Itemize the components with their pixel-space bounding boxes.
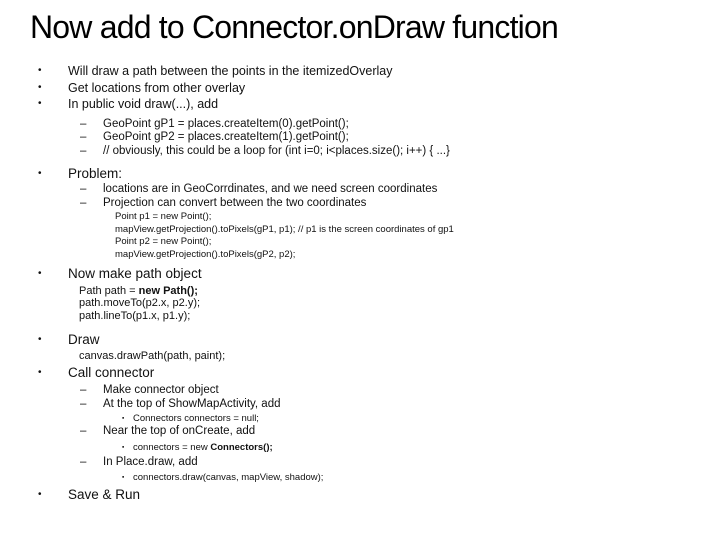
bullet-item: • Save & Run — [0, 486, 720, 503]
bullet-text: Get locations from other overlay — [68, 80, 246, 95]
bullet-icon: • — [38, 65, 42, 76]
sub-bullet-item: – GeoPoint gP1 = places.createItem(0).ge… — [0, 118, 720, 132]
bullet-text: Projection can convert between the two c… — [103, 196, 367, 209]
sub-bullet-item: – locations are in GeoCorrdinates, and w… — [0, 183, 720, 197]
sub-bullet-item: – // obviously, this could be a loop for… — [0, 145, 720, 159]
bullet-text: Make connector object — [103, 384, 219, 397]
code-text: Point p2 = new Point(); — [115, 236, 212, 247]
bullet-text: In Place.draw, add — [103, 456, 198, 469]
slide-title: Now add to Connector.onDraw function — [30, 9, 559, 45]
code-line: Point p2 = new Point(); — [0, 236, 720, 249]
bullet-text: Save & Run — [68, 487, 141, 503]
bullet-item: • Call connector — [0, 364, 720, 381]
code-text: canvas.drawPath(path, paint); — [79, 349, 226, 362]
sub-bullet-item: – Projection can convert between the two… — [0, 197, 720, 211]
dash-icon: – — [80, 196, 87, 209]
bullet-item: • Problem: — [0, 165, 720, 182]
sub-bullet-item: – GeoPoint gP2 = places.createItem(1).ge… — [0, 131, 720, 145]
bullet-text: Call connector — [68, 365, 155, 381]
dash-icon: – — [80, 131, 87, 143]
code-text: GeoPoint gP2 = places.createItem(1).getP… — [103, 131, 349, 143]
square-bullet-icon: ▪ — [122, 444, 125, 452]
bullet-text: Now make path object — [68, 266, 202, 281]
sub-sub-bullet-item: ▪ Connectors connectors = null; — [0, 413, 720, 426]
bullet-icon: • — [38, 367, 42, 379]
code-text: connectors.draw(canvas, mapView, shadow)… — [133, 472, 324, 484]
code-line: mapView.getProjection().toPixels(gP1, p1… — [0, 224, 720, 237]
sub-bullet-item: – At the top of ShowMapActivity, add — [0, 398, 720, 412]
code-text: mapView.getProjection().toPixels(gP1, p1… — [115, 223, 454, 235]
code-text: Point p1 = new Point(); — [115, 211, 212, 222]
code-line: Path path = new Path(); — [0, 285, 720, 298]
sub-bullet-item: – In Place.draw, add — [0, 456, 720, 470]
code-text: path.lineTo(p1.x, p1.y); — [79, 309, 191, 322]
bullet-text: Will draw a path between the points in t… — [68, 64, 393, 78]
bullet-item: • Get locations from other overlay — [0, 80, 720, 97]
sub-sub-bullet-item: ▪ connectors.draw(canvas, mapView, shado… — [0, 472, 720, 485]
code-line: path.lineTo(p1.x, p1.y); — [0, 310, 720, 323]
slide-body: • Will draw a path between the points in… — [0, 63, 720, 503]
dash-icon: – — [80, 397, 87, 410]
bullet-item: • Draw — [0, 331, 720, 348]
dash-icon: – — [80, 456, 87, 469]
sub-bullet-item: – Make connector object — [0, 384, 720, 398]
square-bullet-icon: ▪ — [122, 414, 125, 422]
bullet-icon: • — [38, 168, 42, 179]
dash-icon: – — [80, 144, 87, 157]
bullet-text: In public void draw(...), add — [68, 97, 219, 111]
bullet-icon: • — [38, 489, 42, 501]
code-text: GeoPoint gP1 = places.createItem(0).getP… — [103, 117, 349, 130]
bullet-icon: • — [38, 81, 42, 93]
bullet-icon: • — [38, 333, 42, 345]
code-text: mapView.getProjection().toPixels(gP2, p2… — [115, 248, 296, 260]
sub-bullet-item: – Near the top of onCreate, add — [0, 425, 720, 439]
code-line: path.moveTo(p2.x, p2.y); — [0, 297, 720, 310]
bullet-icon: • — [38, 98, 42, 109]
bullet-item: • Will draw a path between the points in… — [0, 63, 720, 80]
code-text: path.moveTo(p2.x, p2.y); — [79, 297, 201, 310]
sub-sub-bullet-item: ▪ connectors = new Connectors(); — [0, 442, 720, 455]
dash-icon: – — [80, 384, 87, 397]
bullet-text: Near the top of onCreate, add — [103, 425, 256, 438]
code-text: Path path = — [79, 284, 139, 297]
bullet-item: • In public void draw(...), add — [0, 96, 720, 113]
code-line: Point p1 = new Point(); — [0, 211, 720, 224]
bullet-icon: • — [38, 268, 42, 279]
square-bullet-icon: ▪ — [122, 474, 125, 482]
dash-icon: – — [80, 117, 87, 130]
code-text: Connectors connectors = null; — [133, 412, 259, 424]
bullet-text: Draw — [68, 331, 100, 347]
code-line: mapView.getProjection().toPixels(gP2, p2… — [0, 249, 720, 262]
bullet-text: At the top of ShowMapActivity, add — [103, 397, 281, 410]
bullet-item: • Now make path object — [0, 265, 720, 282]
dash-icon: – — [80, 183, 87, 195]
code-text-bold: Connectors(); — [210, 442, 273, 454]
code-text: connectors = new — [133, 442, 211, 454]
code-line: canvas.drawPath(path, paint); — [0, 350, 720, 363]
code-comment-text: // obviously, this could be a loop for (… — [103, 144, 450, 157]
bullet-text: locations are in GeoCorrdinates, and we … — [103, 183, 438, 195]
dash-icon: – — [80, 425, 87, 438]
bullet-text: Problem: — [68, 166, 123, 181]
code-text-bold: new Path(); — [138, 284, 198, 297]
